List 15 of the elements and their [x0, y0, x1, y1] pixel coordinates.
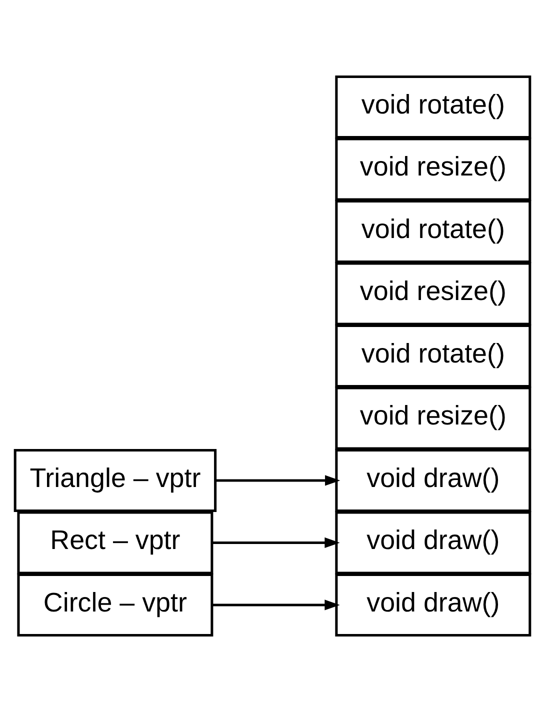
- arrow: [216, 474, 340, 486]
- node-box: void draw(): [335, 448, 532, 512]
- node-box: Rect – vptr: [17, 510, 214, 574]
- arrow: [212, 536, 340, 548]
- node-box: void resize(): [335, 137, 532, 200]
- node-box: void resize(): [335, 262, 532, 325]
- node-box: void draw(): [335, 510, 532, 574]
- node-box: void resize(): [335, 386, 532, 450]
- node-box: void rotate(): [335, 74, 532, 138]
- node-box: void draw(): [335, 572, 532, 636]
- arrow: [212, 599, 340, 610]
- node-box: void rotate(): [335, 324, 532, 388]
- node-box: Circle – vptr: [17, 572, 214, 636]
- node-box: Triangle – vptr: [14, 448, 217, 512]
- node-box: void rotate(): [335, 199, 532, 263]
